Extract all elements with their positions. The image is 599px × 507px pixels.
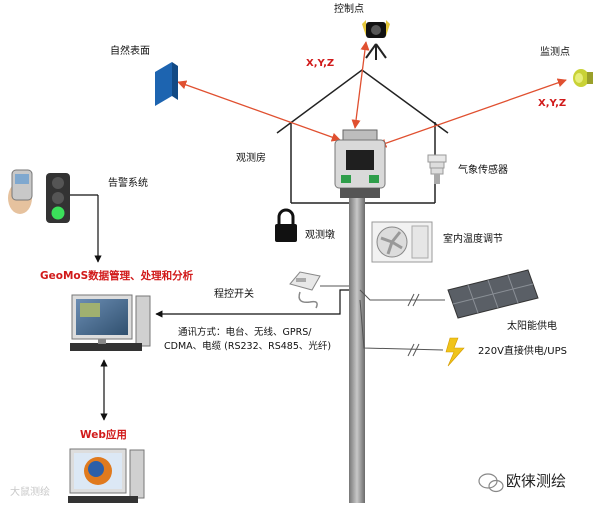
wechat-icon	[478, 473, 504, 493]
label-observation-house: 观测房	[236, 153, 266, 164]
observation-pier-icon	[349, 198, 365, 503]
label-comm-line1: 通讯方式：电台、无线、GPRS/	[178, 327, 312, 338]
brand-name: 欧徕测绘	[506, 472, 567, 490]
label-geomos: GeoMoS数据管理、处理和分析	[40, 270, 194, 282]
label-monitor-point: 监测点	[540, 47, 570, 58]
weather-sensor-icon	[427, 154, 447, 184]
air-conditioner-icon	[371, 221, 433, 263]
alarm-phone-icon	[8, 169, 33, 214]
label-xyz-left: X,Y,Z	[306, 58, 335, 69]
measurement-arrows	[177, 41, 567, 148]
monitor-prism-icon	[573, 69, 593, 87]
label-ac-power: 220V直接供电/UPS	[478, 346, 567, 357]
label-weather-sensor: 气象传感器	[458, 165, 508, 176]
traffic-light-icon	[46, 173, 70, 223]
label-web-app: Web应用	[80, 429, 127, 441]
label-natural-surface: 自然表面	[110, 46, 150, 57]
label-comm-line2: CDMA、电缆 (RS232、RS485、光纤)	[164, 341, 332, 352]
geomos-computer-icon	[70, 294, 151, 351]
label-remote-switch: 程控开关	[214, 289, 254, 300]
connection-lines	[70, 194, 445, 421]
total-station-icon	[334, 129, 386, 198]
lightning-icon	[445, 337, 465, 367]
lock-icon	[275, 208, 297, 242]
label-observation-pier: 观测墩	[305, 230, 335, 241]
web-computer-icon	[68, 448, 145, 503]
control-point-prism-icon	[362, 20, 390, 60]
label-xyz-right: X,Y,Z	[538, 98, 567, 109]
watermark: 大鼠测绘	[10, 487, 50, 498]
label-alarm-system: 告警系统	[108, 178, 148, 189]
label-solar-power: 太阳能供电	[507, 321, 557, 332]
remote-switch-icon	[289, 271, 321, 309]
label-indoor-temp: 室内温度调节	[443, 234, 503, 245]
solar-panel-icon	[447, 269, 539, 319]
natural-surface-icon	[155, 62, 178, 106]
label-control-point: 控制点	[334, 4, 364, 15]
